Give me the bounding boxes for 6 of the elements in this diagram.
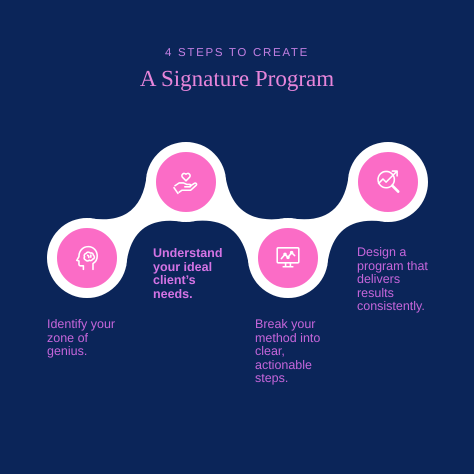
step-description: Break your method into clear, actionable steps. [255,318,322,386]
heading-kicker: 4 STEPS TO CREATE [165,46,309,60]
heading-title: A Signature Program [140,66,334,92]
step-description: Understand your ideal client’s needs. [153,247,224,301]
step-description: Identify your zone of genius. [47,318,116,358]
step-description: Design a program that delivers results consistently. [357,246,429,314]
